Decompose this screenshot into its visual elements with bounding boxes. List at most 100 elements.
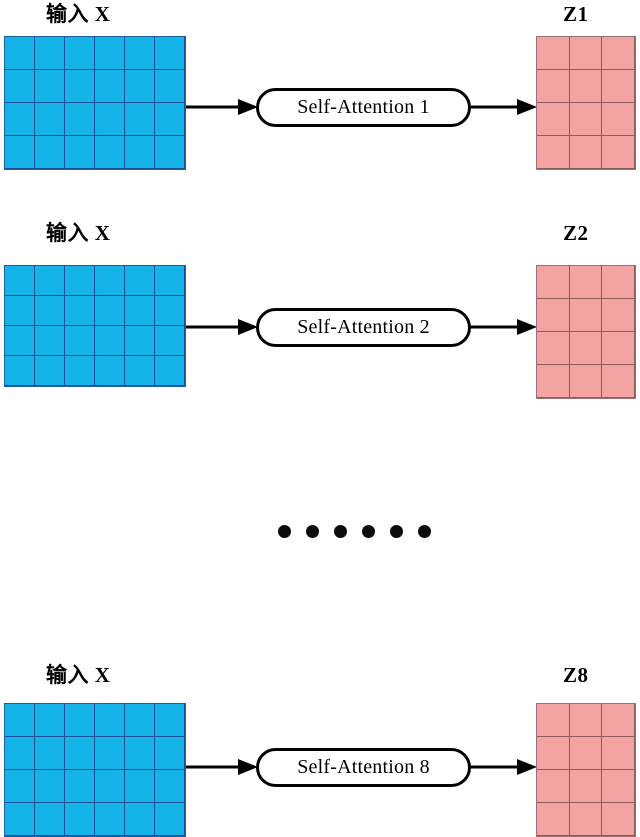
matrix-cell <box>155 103 185 136</box>
matrix-cell <box>537 136 570 169</box>
matrix-cell <box>5 70 35 103</box>
input-label-1: 输入 X <box>46 2 111 26</box>
matrix-cell <box>5 136 35 169</box>
matrix-cell <box>65 356 95 386</box>
matrix-cell <box>569 37 603 70</box>
matrix-cell <box>569 299 603 332</box>
matrix-cell <box>569 770 603 803</box>
matrix-cell <box>95 770 125 803</box>
matrix-cell <box>65 326 95 356</box>
input-label-8: 输入 X <box>46 663 111 687</box>
attention-head-row-1: 输入 X Self-Attention 1 Z1 <box>0 0 640 200</box>
arrow-attention-to-output-1 <box>471 98 537 116</box>
matrix-cell <box>155 704 185 737</box>
ellipsis-dot <box>306 525 319 538</box>
matrix-cell <box>537 266 570 299</box>
matrix-cell <box>569 365 603 398</box>
matrix-cell <box>569 103 603 136</box>
matrix-cell <box>602 737 635 770</box>
matrix-cell <box>35 326 65 356</box>
matrix-cell <box>35 803 65 836</box>
matrix-cell <box>569 332 603 365</box>
matrix-cell <box>95 37 125 70</box>
matrix-cell <box>537 737 570 770</box>
matrix-cell <box>155 356 185 386</box>
matrix-cell <box>5 266 35 296</box>
matrix-cell <box>569 803 603 836</box>
self-attention-block-2[interactable]: Self-Attention 2 <box>256 308 471 347</box>
matrix-cell <box>125 770 155 803</box>
matrix-cell <box>65 37 95 70</box>
self-attention-block-8[interactable]: Self-Attention 8 <box>256 748 471 787</box>
matrix-cell <box>95 70 125 103</box>
ellipsis-dot <box>334 525 347 538</box>
matrix-cell <box>35 266 65 296</box>
matrix-cell <box>155 296 185 326</box>
matrix-cell <box>95 704 125 737</box>
matrix-cell <box>125 704 155 737</box>
matrix-cell <box>65 266 95 296</box>
matrix-cell <box>95 326 125 356</box>
matrix-cell <box>125 70 155 103</box>
output-matrix-2 <box>536 265 636 399</box>
ellipsis-dot <box>390 525 403 538</box>
matrix-cell <box>65 770 95 803</box>
matrix-cell <box>125 296 155 326</box>
matrix-cell <box>537 770 570 803</box>
matrix-cell <box>65 103 95 136</box>
matrix-cell <box>155 770 185 803</box>
matrix-cell <box>95 356 125 386</box>
matrix-cell <box>125 136 155 169</box>
matrix-cell <box>537 704 570 737</box>
input-matrix-1 <box>4 36 186 170</box>
matrix-cell <box>602 266 635 299</box>
matrix-cell <box>5 103 35 136</box>
matrix-cell <box>35 37 65 70</box>
matrix-cell <box>569 737 603 770</box>
matrix-cell <box>35 737 65 770</box>
matrix-cell <box>155 266 185 296</box>
matrix-cell <box>35 356 65 386</box>
output-label-8: Z8 <box>563 663 589 687</box>
matrix-cell <box>35 704 65 737</box>
matrix-cell <box>95 737 125 770</box>
matrix-cell <box>65 136 95 169</box>
matrix-cell <box>65 704 95 737</box>
matrix-cell <box>569 704 603 737</box>
matrix-cell <box>602 299 635 332</box>
ellipsis-dot <box>418 525 431 538</box>
output-label-1: Z1 <box>563 2 589 26</box>
matrix-cell <box>537 70 570 103</box>
output-label-2: Z2 <box>563 221 589 245</box>
matrix-cell <box>602 365 635 398</box>
matrix-cell <box>65 737 95 770</box>
matrix-cell <box>155 737 185 770</box>
matrix-cell <box>602 37 635 70</box>
matrix-cell <box>5 803 35 836</box>
matrix-cell <box>537 37 570 70</box>
attention-head-row-2: 输入 X Self-Attention 2 Z2 <box>0 219 640 419</box>
arrow-attention-to-output-2 <box>471 318 537 336</box>
self-attention-block-1[interactable]: Self-Attention 1 <box>256 88 471 127</box>
arrow-input-to-attention-1 <box>186 98 258 116</box>
matrix-cell <box>35 296 65 326</box>
matrix-cell <box>125 803 155 836</box>
matrix-cell <box>35 70 65 103</box>
matrix-cell <box>537 332 570 365</box>
matrix-cell <box>5 296 35 326</box>
matrix-cell <box>569 136 603 169</box>
input-matrix-8 <box>4 703 186 837</box>
arrow-attention-to-output-8 <box>471 758 537 776</box>
matrix-cell <box>602 136 635 169</box>
matrix-cell <box>537 103 570 136</box>
attention-head-row-8: 输入 X Self-Attention 8 Z8 <box>0 660 640 837</box>
matrix-cell <box>537 365 570 398</box>
matrix-cell <box>569 70 603 103</box>
matrix-cell <box>95 803 125 836</box>
matrix-cell <box>602 70 635 103</box>
matrix-cell <box>155 326 185 356</box>
matrix-cell <box>65 296 95 326</box>
matrix-cell <box>602 803 635 836</box>
matrix-cell <box>95 296 125 326</box>
matrix-cell <box>155 70 185 103</box>
